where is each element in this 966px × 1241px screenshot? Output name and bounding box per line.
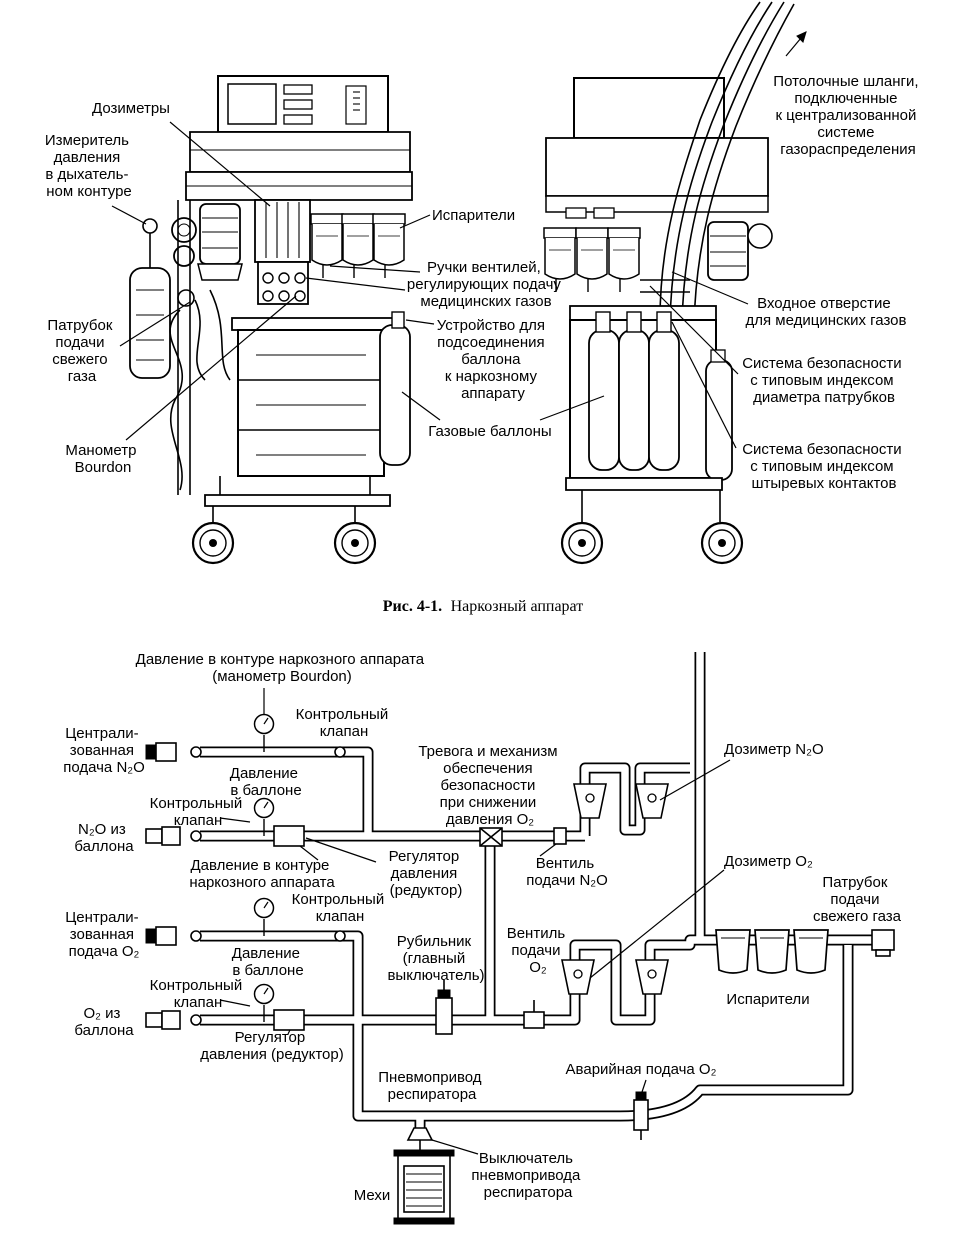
o2-valve [523,1000,545,1029]
label-check-valve-1: Контрольный клапан [296,706,393,740]
inlet-connectors [145,742,202,1030]
n2o-valve [553,827,567,845]
ventilator-switch [406,1127,434,1152]
pipe-network [200,652,875,1140]
label-valve-knobs: Ручки вентилей, регулирующих подачу меди… [407,259,565,310]
label-central-n2o: Централи- зованная подача N₂O [63,725,145,776]
figure1-labels: Дозиметры Измеритель давления в дыхатель… [45,73,922,615]
label-diss: Система безопасности с типовым индексом … [742,355,906,406]
label-flowmeter-n2o: Дозиметр N₂O [724,741,824,758]
label-master-switch: Рубильник (главный выключатель) [387,933,484,984]
bellows [393,1149,455,1225]
label-fresh-gas: Патрубок подачи свежего газа [813,874,902,925]
regulator-n2o [273,825,305,847]
label-circuit-pressure: Давление в контуре наркозного аппарата [189,857,335,891]
label-flowmeter-o2: Дозиметр O₂ [724,853,813,870]
label-piss: Система безопасности с типовым индексом … [742,441,906,492]
label-o2-alarm: Тревога и механизм обеспечения безопасно… [418,743,561,828]
flowmeter-o2-a [561,959,595,995]
label-flush: Аварийная подача O₂ [566,1061,717,1078]
label-central-o2: Централи- зованная подача O₂ [65,909,143,960]
label-gas-cylinders: Газовые баллоны [428,423,551,440]
label-valve-n2o: Вентиль подачи N₂O [526,855,608,889]
label-gas-inlet: Входное отверстие для медицинских газов [746,295,907,329]
o2-failsafe-valve [479,827,503,847]
figure1-caption: Рис. 4-1. Наркозный аппарат [383,598,583,615]
machine-rear-view [543,1,807,565]
label-regulator-2: Регулятор давления (редуктор) [200,1029,343,1063]
fresh-gas-outlet [871,929,895,957]
gauge-cylinder-n2o [253,797,275,837]
label-fresh-gas-outlet: Патрубок подачи свежего газа [47,317,116,385]
label-check-valve-2: Контрольный клапан [150,795,247,829]
vaporizer-2 [754,929,790,974]
label-dosimeters: Дозиметры [92,100,170,117]
regulator-o2 [273,1009,305,1031]
label-bellows: Мехи [354,1187,391,1204]
label-o2-cylinder: O₂ из баллона [74,1005,134,1039]
label-breathing-pressure: Измеритель давления в дыхатель- ном конт… [45,132,133,200]
label-check-valve-4: Контрольный клапан [150,977,247,1011]
label-n2o-cylinder: N₂O из баллона [74,821,134,855]
label-regulator-1: Регулятор давления (редуктор) [389,848,464,899]
label-ventilator-switch: Выключатель пневмопривода респиратора [471,1150,584,1201]
label-ventilator-drive: Пневмопривод респиратора [378,1069,485,1103]
label-cyl-pressure-2: Давление в баллоне [232,945,304,979]
label-cylinder-yoke: Устройство для подсоединения баллона к н… [437,317,549,402]
label-ceiling-hoses: Потолочные шланги, подключенные к центра… [773,73,922,158]
vaporizer-3 [793,929,829,974]
label-circuit-pressure-top: Давление в контуре наркозного аппарата (… [136,651,429,685]
master-switch [435,980,453,1035]
o2-flush-valve [633,1091,649,1140]
label-bourdon: Манометр Bourdon [65,442,140,476]
gauge-circuit-n2o [253,713,275,753]
label-vaporizers-2: Испарители [726,991,809,1008]
figure2-labels: Давление в контуре наркозного аппарата (… [63,651,901,1204]
label-valve-o2: Вентиль подачи O₂ [507,925,570,976]
label-cyl-pressure-1: Давление в баллоне [230,765,302,799]
gas-flow-schematic [145,652,895,1225]
label-vaporizers: Испарители [432,207,515,224]
machine-front-view [129,75,413,565]
flowmeter-n2o-a [573,783,607,819]
label-check-valve-3: Контрольный клапан [292,891,389,925]
gauge-circuit-o2 [253,897,275,937]
vaporizer-1 [715,929,751,974]
flowmeter-o2-b [635,959,669,995]
